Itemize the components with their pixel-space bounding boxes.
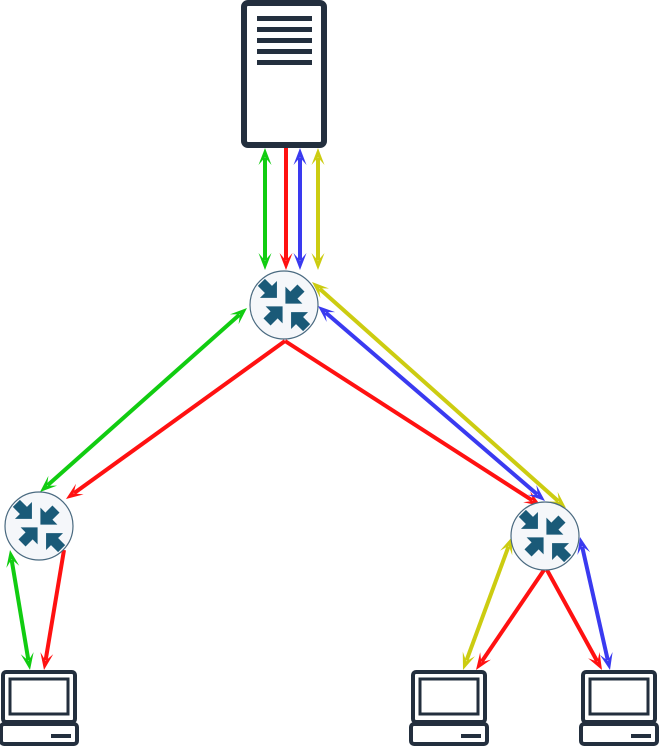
link-router-right-client-2-red: [476, 568, 546, 670]
link-router-right-client-3-red: [545, 569, 602, 670]
links-layer: [6, 148, 613, 670]
link-router-core-server-yellow: [311, 148, 325, 270]
link-router-left-client-1-red: [40, 549, 66, 670]
link-router-core-server-green: [258, 148, 272, 270]
computer-icon: [0, 670, 79, 746]
link-client-1-router-left-green: [6, 550, 34, 670]
link-router-left-router-core-green: [40, 308, 247, 492]
computer-icon: [579, 670, 659, 746]
router-icon: [510, 501, 580, 571]
link-router-core-router-left-red: [66, 339, 287, 499]
server-icon: [241, 0, 327, 148]
link-client-2-router-right-yellow: [462, 537, 513, 670]
link-router-core-server-blue: [293, 148, 307, 270]
computer-icon: [409, 670, 489, 746]
link-router-right-router-core-yellow: [312, 282, 566, 508]
link-client-3-router-right-blue: [577, 537, 613, 670]
link-router-right-router-core-blue: [318, 306, 545, 501]
router-icon: [4, 491, 74, 561]
link-server-router-core-red: [279, 148, 293, 270]
link-router-core-router-right-red: [283, 339, 541, 506]
router-icon: [249, 270, 319, 340]
